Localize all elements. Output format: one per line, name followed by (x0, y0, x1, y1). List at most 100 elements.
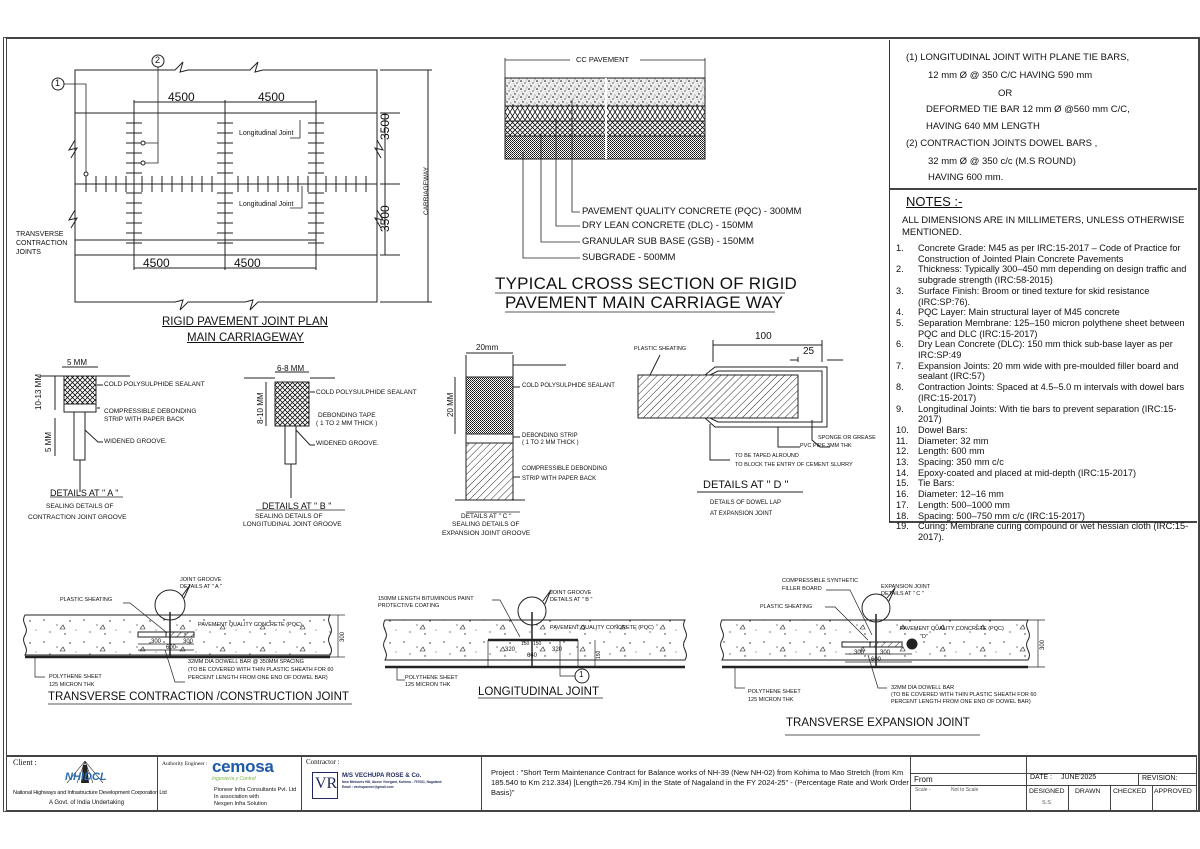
tcj-poly-2: 125 MICRON THK (49, 682, 95, 688)
detail-d-dim-100: 100 (755, 331, 772, 342)
tcj-dowel-2: (TO BE COVERED WITH THIN PLASTIC SHEATH … (188, 667, 334, 673)
tej-exp-2: DETAILS AT " C " (881, 591, 924, 597)
lj-marker: 1 (579, 670, 584, 679)
lj-poly-2: 125 MICRON THK (405, 682, 451, 688)
note-item: 4.PQC Layer: Main structural layer of M4… (896, 307, 1120, 318)
note-item: 10.Dowel Bars: (896, 424, 968, 435)
tej-filler-2: FILLER BOARD (782, 586, 822, 592)
tej-exp-1: EXPANSION JOINT (881, 584, 931, 590)
note-item: 9.Longitudinal Joints: With tie bars to … (896, 403, 1177, 425)
tcj-groove-2: DETAILS AT " A " (180, 584, 222, 590)
detail-a-title: DETAILS AT " A " (50, 488, 119, 498)
notes-box: NOTES :- ALL DIMENSIONS ARE IN MILLIMETE… (889, 190, 1197, 542)
layer-subgrade: SUBGRADE - 500MM (582, 252, 676, 263)
detail-b-tape-1: DEBONDING TAPE (318, 412, 376, 419)
lj-dim-320a: 320 (505, 647, 516, 653)
note-item: 7.Expansion Joints: 20 mm wide with pre-… (896, 360, 1179, 382)
from-label: From (911, 774, 1027, 786)
drawing-sheet-border (3, 37, 1200, 812)
detail-b-tape-2: ( 1 TO 2 MM THICK ) (316, 420, 378, 427)
ae-line-3: Nexgen Infra Solution (214, 801, 267, 807)
detail-c-comp-1: COMPRESSIBLE DEBONDING (522, 466, 608, 472)
designed-value: S.S (1042, 800, 1051, 806)
contractor-name: M/S VECHUPA ROSE & Co. (342, 772, 422, 779)
drawn-label: DRAWN (1075, 788, 1101, 795)
tcj-title: TRANSVERSE CONTRACTION /CONSTRUCTION JOI… (48, 691, 349, 703)
lj-paint-1: 150MM LENGTH BITUMINOUS PAINT (378, 596, 474, 602)
detail-b-sub-1: SEALING DETAILS OF (255, 513, 323, 520)
tcj-dowel-1: 32MM DIA DOWELL BAR @ 350MM SPACING (188, 659, 304, 665)
detail-c-dim-width: 20mm (476, 343, 499, 352)
client-name: National Highways and Infrastructure Dev… (13, 790, 167, 796)
detail-d-sub-1: DETAILS OF DOWEL LAP (710, 500, 782, 506)
tcj-dim-300a: 300 (151, 639, 162, 645)
ae-label: Authority Engineer : (162, 761, 208, 767)
plan-marker-1: 1 (55, 78, 61, 88)
plan-dim-bottom-right: 4500 (234, 256, 261, 270)
plan-dim-top-right: 4500 (258, 90, 285, 104)
note-item: 2.Thickness: Typically 300–450 mm depend… (896, 264, 1187, 286)
plan-dim-top-left: 4500 (168, 90, 195, 104)
layer-gsb: GRANULAR SUB BASE (GSB) - 150MM (582, 236, 755, 247)
client-cell: Client : NHIDCL National Highways and In… (7, 757, 167, 812)
detail-b-dim-width: 6-8 MM (277, 364, 305, 373)
detail-a-sub-1: SEALING DETAILS OF (46, 503, 114, 510)
layer-dlc: DRY LEAN CONCRETE (DLC) - 150MM (582, 220, 754, 231)
tej-dowel-2: (TO BE COVERED WITH THIN PLASTIC SHEATH … (891, 692, 1037, 698)
lj-groove-1: JOINT GROOVE (550, 590, 592, 596)
note-item: 6.Dry Lean Concrete (DLC): 150 mm thick … (896, 339, 1173, 361)
note-item: 17.Length: 500–1000 mm (896, 499, 1010, 510)
tej-d-label: "D" (920, 634, 928, 640)
lj-pqc: PAVEMENT QUALITY CONCRETE (PQC) (550, 625, 654, 631)
contractor-cell: Contractor : VR M/S VECHUPA ROSE & Co. N… (302, 757, 482, 812)
spec-line: HAVING 600 mm. (928, 172, 1004, 183)
ae-line-1: Pioneer Infra Consultants Pvt. Ltd (214, 787, 297, 793)
detail-b-groove: WIDENED GROOVE. (316, 440, 379, 447)
tej-dowel-1: 32MM DIA DOWELL BAR (891, 685, 955, 691)
cross-section-title-line1: TYPICAL CROSS SECTION OF RIGID (495, 274, 797, 293)
detail-c-comp-2: STRIP WITH PAPER BACK (522, 476, 597, 482)
nhidcl-logo: NHIDCL (63, 760, 107, 785)
detail-b-title: DETAILS AT " B " (262, 501, 332, 511)
drawn-cell: DRAWN (1069, 786, 1111, 812)
detail-c-sealant: COLD POLYSULPHIDE SEALANT (522, 383, 615, 389)
designed-cell: DESIGNED S.S (1027, 786, 1069, 812)
tcj-pqc: PAVEMENT QUALITY CONCRETE (PQC) (198, 622, 302, 628)
tcj-dim-600: 600 (166, 645, 177, 651)
plan-title-line1: RIGID PAVEMENT JOINT PLAN (162, 316, 328, 328)
approved-label: APPROVED (1154, 788, 1192, 795)
date-cell: DATE : JUNE'2025 (1027, 774, 1139, 786)
plan-dim-right-upper: 3500 (378, 113, 392, 140)
detail-c-title: DETAILS AT " C " (461, 513, 512, 520)
tej-poly-2: 125 MICRON THK (748, 697, 794, 703)
note-item: 11.Diameter: 32 mm (896, 435, 989, 446)
authority-engineer-cell: Authority Engineer : cemosa Ingeniería y… (158, 757, 302, 812)
spec-line: 32 mm Ø @ 350 c/c (M.S ROUND) (928, 156, 1076, 167)
lj-dim-640: 640 (527, 653, 538, 659)
lj-title: LONGITUDINAL JOINT (478, 686, 599, 698)
detail-d-sub-2: AT EXPANSION JOINT (710, 511, 773, 517)
tcj-poly-1: POLYTHENE SHEET (49, 674, 102, 680)
note-item: 13.Spacing: 350 mm c/c (896, 457, 1004, 468)
detail-b-sealant: COLD POLYSULPHIDE SEALANT (316, 389, 417, 396)
detail-d-sponge: SPONGE OR GREASE (818, 435, 876, 441)
notes-intro: ALL DIMENSIONS ARE IN MILLIMETERS, UNLES… (902, 215, 1185, 238)
detail-c-sub-2: EXPANSION JOINT GROOVE (442, 530, 531, 537)
tej-pqc: PAVEMENT QUALITY CONCRETE (PQC) (900, 626, 1004, 632)
cemosa-logo-sub: Ingeniería y Control (212, 776, 256, 782)
tej-poly-1: POLYTHENE SHEET (748, 689, 801, 695)
carriageway-label: CARRIAGEWAY (423, 166, 430, 215)
joint-spec-box: (1) LONGITUDINAL JOINT WITH PLANE TIE BA… (889, 40, 1197, 190)
detail-a-dim-depth: 10-13 MM (34, 373, 43, 410)
note-item: 3.Surface Finish: Broom or tined texture… (896, 285, 1150, 307)
contractor-address: New Ministers Hill, Above Vinegard, Kohi… (342, 780, 442, 784)
tcj-dowel-3: PERCENT LENGTH FROM ONE END OF DOWEL BAR… (188, 675, 328, 681)
note-item: 12.Length: 600 mm (896, 446, 985, 457)
note-item: 14.Epoxy-coated and placed at mid-depth … (896, 467, 1137, 478)
tej-dim-300b: 300 (880, 650, 891, 656)
tcj-dim-300b: 300 (183, 639, 194, 645)
lj-dim-depth: 150 (596, 650, 602, 659)
plan-dim-right-lower: 3500 (378, 205, 392, 232)
spec-line: (1) LONGITUDINAL JOINT WITH PLANE TIE BA… (906, 52, 1130, 63)
contractor-email: Email : vechuparose@gmail.com (342, 785, 394, 789)
